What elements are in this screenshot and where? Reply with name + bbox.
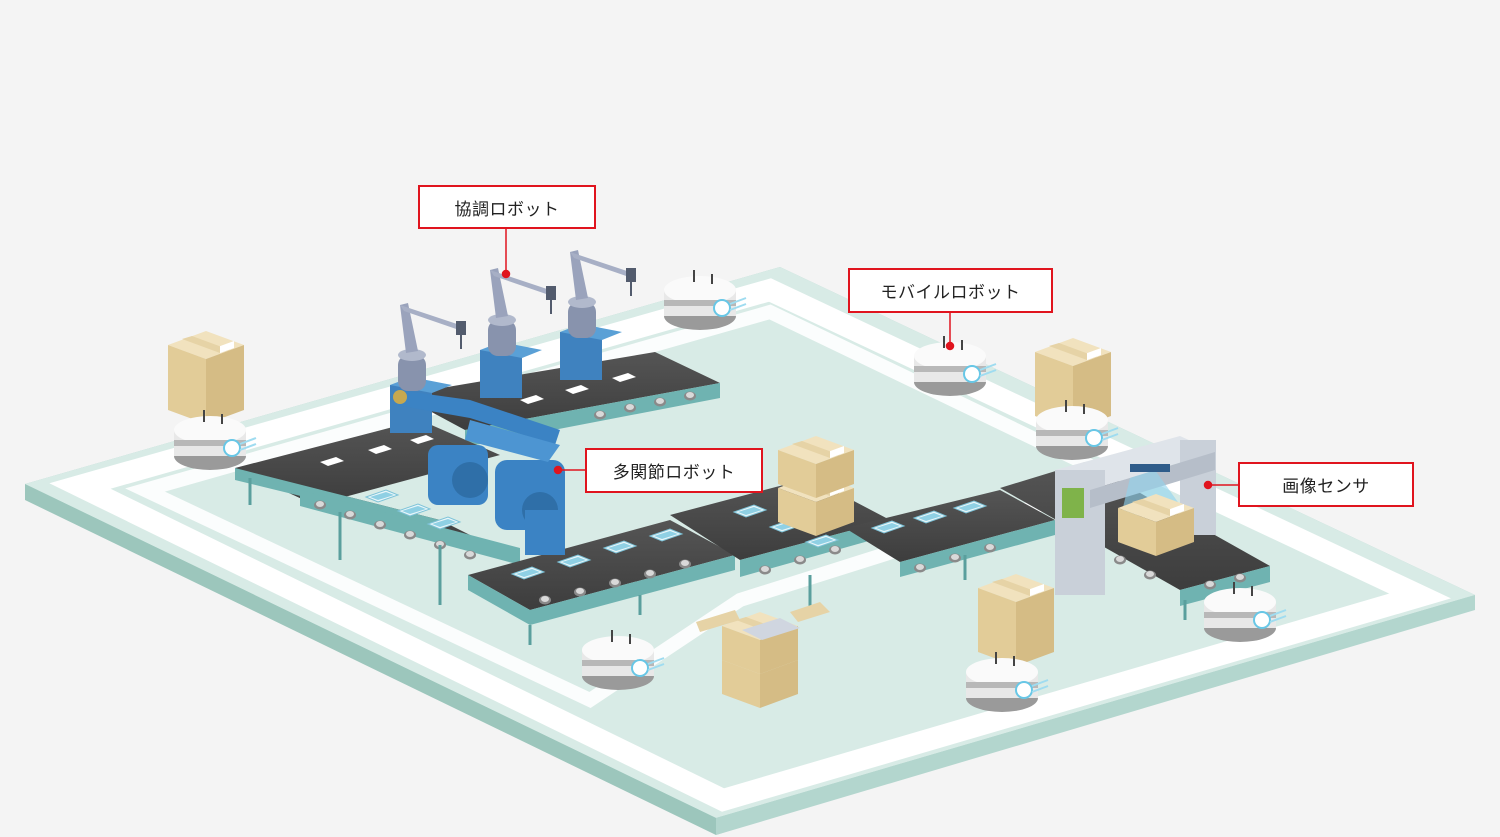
label-mobile-robot: モバイルロボット (848, 268, 1053, 313)
label-articulated-robot: 多関節ロボット (585, 448, 763, 493)
articulated-robots (393, 390, 565, 555)
label-collaborative-robot: 協調ロボット (418, 185, 596, 229)
conveyor-left (235, 420, 520, 605)
label-image-sensor: 画像センサ (1238, 462, 1414, 507)
conveyor-right (845, 490, 1055, 580)
open-box (696, 602, 830, 674)
image-sensor-gate (1055, 436, 1216, 595)
conveyor-front (468, 520, 735, 645)
callout-leaders (501, 228, 1238, 490)
